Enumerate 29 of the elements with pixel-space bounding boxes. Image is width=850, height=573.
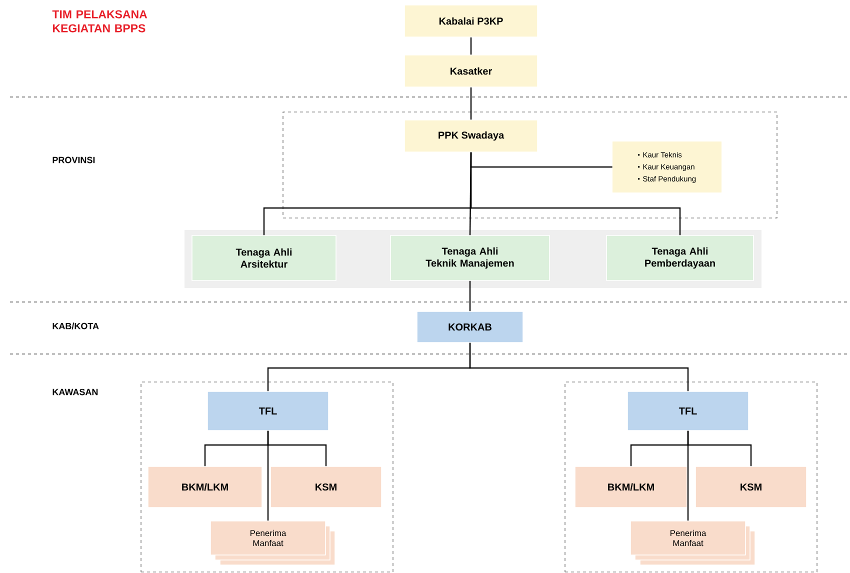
section-label: KAWASAN	[52, 388, 98, 396]
org-box: TFL	[627, 391, 749, 431]
title: TIM PELAKSANA KEGIATAN BPPS	[52, 10, 148, 32]
org-box: Kasatker	[404, 54, 538, 88]
org-box: KSM	[695, 466, 807, 508]
org-box: Tenaga Ahli Pemberdayaan	[606, 235, 754, 281]
connector-line	[687, 430, 689, 521]
org-box: Kabalai P3KP	[404, 4, 538, 38]
section-label: KAB/KOTA	[52, 322, 99, 330]
connector-line	[470, 37, 472, 55]
stacked-card: Penerima Manfaat	[210, 520, 336, 566]
stacked-card: Penerima Manfaat	[630, 520, 756, 566]
connector-line	[469, 342, 689, 392]
org-box: KORKAB	[416, 311, 524, 343]
dashed-frame	[140, 382, 394, 572]
connector-line	[470, 152, 681, 236]
connector-line	[470, 87, 472, 120]
org-box: KSM	[270, 466, 382, 508]
connector-line	[469, 280, 471, 312]
section-label: PROVINSI	[52, 156, 95, 164]
org-box: BKM/LKM	[148, 466, 262, 508]
connector-line	[267, 430, 269, 521]
dashed-frame	[282, 112, 778, 218]
org-box: Tenaga Ahli Arsitektur	[192, 235, 336, 281]
dashed-frame	[564, 382, 818, 572]
org-box: Tenaga Ahli Teknik Manajemen	[390, 235, 550, 281]
org-box: BKM/LKM	[574, 466, 688, 508]
org-box: PPK Swadaya	[404, 120, 538, 152]
org-box: TFL	[207, 391, 329, 431]
